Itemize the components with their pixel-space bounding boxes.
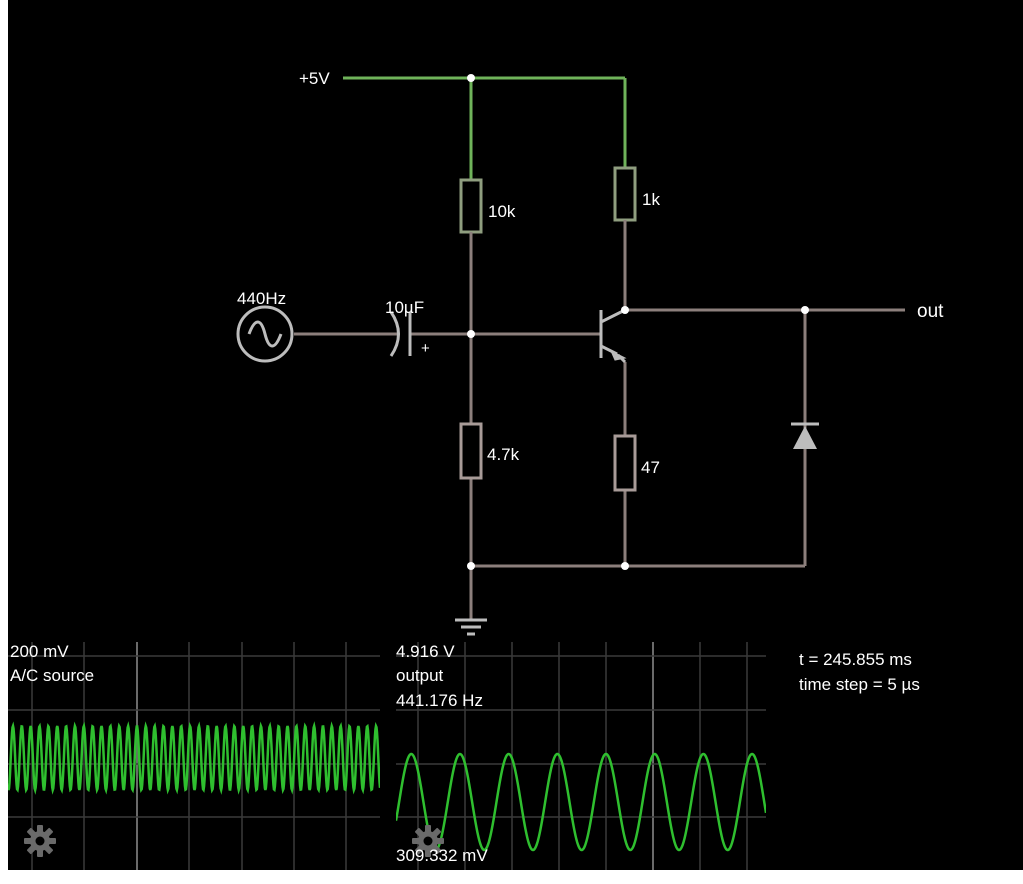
- output-label: out: [917, 301, 944, 322]
- scope-frequency: 441.176 Hz: [396, 691, 483, 710]
- scope-trace: [396, 752, 766, 852]
- resistor-4k7-label: 4.7k: [487, 445, 520, 464]
- resistor-10k-label: 10k: [488, 202, 516, 221]
- gear-icon[interactable]: [23, 824, 57, 858]
- gear-icon[interactable]: [411, 824, 445, 858]
- junction-dots: [467, 74, 809, 570]
- capacitor-label: 10µF: [385, 298, 424, 317]
- resistor-47-label: 47: [641, 458, 660, 477]
- resistor-10k[interactable]: [459, 178, 483, 234]
- supply-rail[interactable]: [343, 76, 627, 180]
- supply-label: +5V: [299, 69, 330, 88]
- npn-transistor[interactable]: [599, 308, 627, 364]
- resistor-4k7[interactable]: [459, 422, 483, 480]
- scope-value-bottom: 309.332 mV: [396, 846, 488, 865]
- resistor-1k[interactable]: [613, 166, 637, 222]
- diode[interactable]: [791, 422, 819, 449]
- capacitor-polarity: +: [421, 340, 430, 357]
- scope-grid: [396, 642, 766, 870]
- scope-value-top: 200 mV: [10, 642, 69, 661]
- sim-time: t = 245.855 ms: [799, 650, 912, 669]
- ground-symbol[interactable]: [455, 618, 487, 636]
- scope-value-top: 4.916 V: [396, 642, 455, 661]
- ac-source-label: 440Hz: [237, 289, 286, 308]
- circuit-wires[interactable]: [294, 220, 905, 620]
- capacitor[interactable]: [389, 311, 412, 357]
- scope-trace: [8, 721, 380, 795]
- circuit-schematic[interactable]: +5V 10k 1k 440Hz: [8, 0, 1023, 870]
- resistor-47[interactable]: [613, 434, 637, 492]
- circuit-canvas[interactable]: +5V 10k 1k 440Hz: [8, 0, 1023, 870]
- sim-time-step: time step = 5 µs: [799, 675, 920, 694]
- scope-label: output: [396, 666, 444, 685]
- scope-ac-source[interactable]: [8, 642, 380, 870]
- ac-source[interactable]: [236, 305, 294, 363]
- resistor-1k-label: 1k: [642, 190, 660, 209]
- scope-label: A/C source: [10, 666, 95, 685]
- scope-output[interactable]: [396, 642, 766, 870]
